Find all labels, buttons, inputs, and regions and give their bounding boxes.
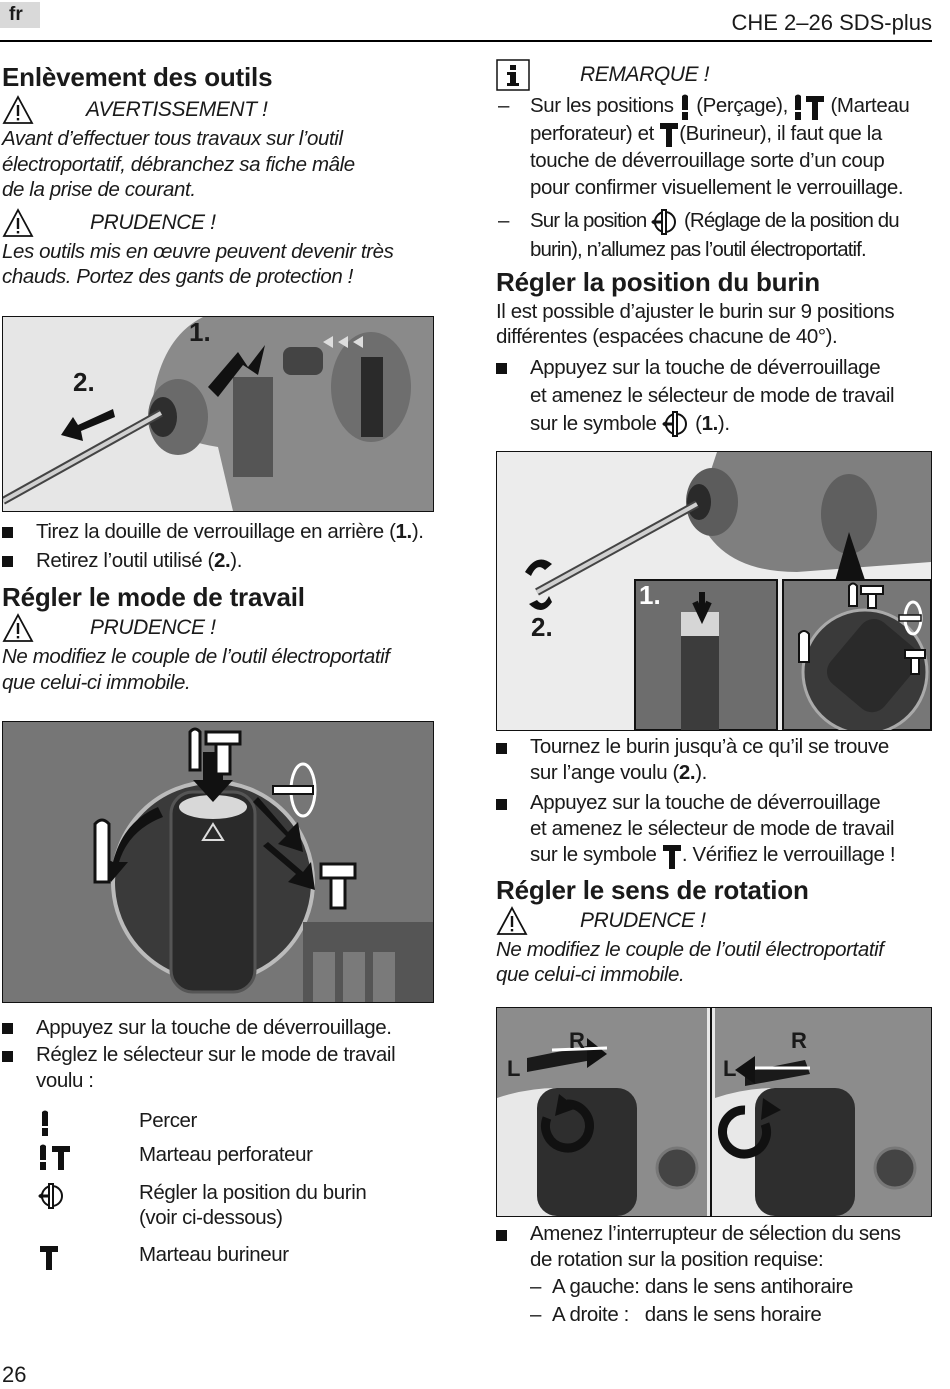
model-name: CHE 2–26 SDS-plus bbox=[731, 10, 932, 35]
drill-icon bbox=[42, 1110, 48, 1136]
figure-rotation-direction: L R L R bbox=[496, 1007, 932, 1217]
figure-mode-selector bbox=[2, 721, 434, 1003]
rotary-hammer-icon bbox=[795, 94, 825, 120]
language-tag: fr bbox=[0, 2, 40, 28]
section-title-chisel-position: Régler la position du burin bbox=[496, 266, 820, 297]
figure-tool-removal: 1. 2. bbox=[2, 316, 434, 512]
note-label: REMARQUE ! bbox=[580, 63, 710, 86]
figure-chisel-position: 1. 2. bbox=[496, 451, 932, 731]
list-item: Appuyez sur la touche de déverrouillage. bbox=[2, 1014, 447, 1042]
chisel-hammer-icon bbox=[40, 1246, 58, 1270]
fig4-label-right-1: R bbox=[569, 1028, 585, 1053]
fig3-label-2: 2. bbox=[531, 612, 553, 642]
warning-text: Avant d’effectuer tous travaux sur l’out… bbox=[2, 127, 355, 201]
caution-icon bbox=[3, 208, 33, 237]
section-title-tool-removal: Enlèvement des outils bbox=[2, 62, 273, 92]
fig4-label-left-1: L bbox=[507, 1056, 521, 1081]
chisel-hammer-icon bbox=[660, 123, 679, 148]
left-column-2: Tirez la douille de verrouillage en arri… bbox=[2, 518, 447, 695]
chisel-hammer-icon bbox=[662, 844, 681, 869]
section-title-work-mode: Régler le mode de travail bbox=[2, 582, 305, 612]
left-column: Enlèvement des outils AVERTISSEMENT ! Av… bbox=[2, 62, 442, 290]
list-item: Tirez la douille de verrouillage en arri… bbox=[2, 518, 447, 546]
fig3-label-1: 1. bbox=[639, 580, 661, 610]
list-item: Appuyez sur la touche de déverrouillage … bbox=[496, 790, 936, 869]
caution-label: PRUDENCE ! bbox=[90, 616, 216, 639]
right-column-3: Amenez l’interrupteur de sélection du se… bbox=[496, 1221, 936, 1329]
mode-rotary-hammer: Marteau perforateur bbox=[2, 1142, 447, 1176]
chisel-position-icon bbox=[38, 1182, 64, 1210]
fig1-label-1: 1. bbox=[189, 317, 211, 347]
chisel-position-icon bbox=[661, 410, 688, 438]
list-item: Appuyez sur la touche de déverrouillage … bbox=[496, 354, 936, 439]
caution-heading: PRUDENCE ! bbox=[2, 612, 447, 644]
caution-heading: PRUDENCE ! bbox=[2, 207, 442, 239]
fig4-label-left-2: L bbox=[723, 1056, 737, 1081]
sub-list-item: –A droite : dans le sens horaire bbox=[530, 1303, 822, 1326]
rotary-hammer-icon bbox=[40, 1144, 70, 1170]
note-item: – Sur la position (Réglage de la positio… bbox=[498, 208, 900, 261]
right-column: REMARQUE ! – Sur les positions (Perçage)… bbox=[496, 58, 936, 438]
warning-icon bbox=[3, 96, 33, 124]
mode-chisel-position: Régler la position du burin(voir ci-dess… bbox=[2, 1180, 447, 1242]
info-icon bbox=[496, 59, 530, 91]
header-rule bbox=[0, 40, 932, 42]
caution-text: Les outils mis en œuvre peuvent devenir … bbox=[2, 239, 394, 289]
fig4-label-right-2: R bbox=[791, 1028, 807, 1053]
list-item: Amenez l’interrupteur de sélection du se… bbox=[496, 1221, 936, 1329]
drill-icon bbox=[681, 94, 688, 120]
fig1-label-2: 2. bbox=[73, 367, 95, 397]
caution-icon bbox=[497, 906, 527, 935]
warning-label: AVERTISSEMENT ! bbox=[86, 98, 268, 121]
caution-heading: PRUDENCE ! bbox=[496, 905, 936, 937]
caution-label: PRUDENCE ! bbox=[580, 908, 706, 932]
warning-heading: AVERTISSEMENT ! bbox=[2, 94, 442, 126]
note-item: – Sur les positions (Perçage), (Marteau … bbox=[498, 94, 910, 200]
mode-drill: Percer bbox=[2, 1108, 447, 1142]
mode-chisel-hammer: Marteau burineur bbox=[2, 1242, 447, 1276]
list-item: Réglez le sélecteur sur le mode de trava… bbox=[2, 1042, 447, 1094]
caution-label: PRUDENCE ! bbox=[90, 210, 216, 234]
list-item: Retirez l’outil utilisé (2.). bbox=[2, 546, 447, 576]
page-number: 26 bbox=[2, 1362, 27, 1387]
chisel-position-icon bbox=[651, 208, 677, 236]
note-heading: REMARQUE ! bbox=[496, 58, 936, 92]
sub-list-item: –A gauche: dans le sens antihoraire bbox=[530, 1275, 853, 1298]
caution-icon bbox=[3, 614, 33, 642]
left-column-3: Appuyez sur la touche de déverrouillage.… bbox=[2, 1014, 447, 1276]
chisel-position-text: Il est possible d’ajuster le burin sur 9… bbox=[496, 299, 895, 349]
list-item: Tournez le burin jusqu’à ce qu’il se tro… bbox=[496, 734, 936, 786]
caution-text: Ne modifiez le couple de l’outil électro… bbox=[2, 645, 390, 694]
section-title-rotation: Régler le sens de rotation bbox=[496, 874, 809, 905]
caution-text: Ne modifiez le couple de l’outil électro… bbox=[496, 937, 884, 987]
right-column-2: Tournez le burin jusqu’à ce qu’il se tro… bbox=[496, 734, 936, 988]
